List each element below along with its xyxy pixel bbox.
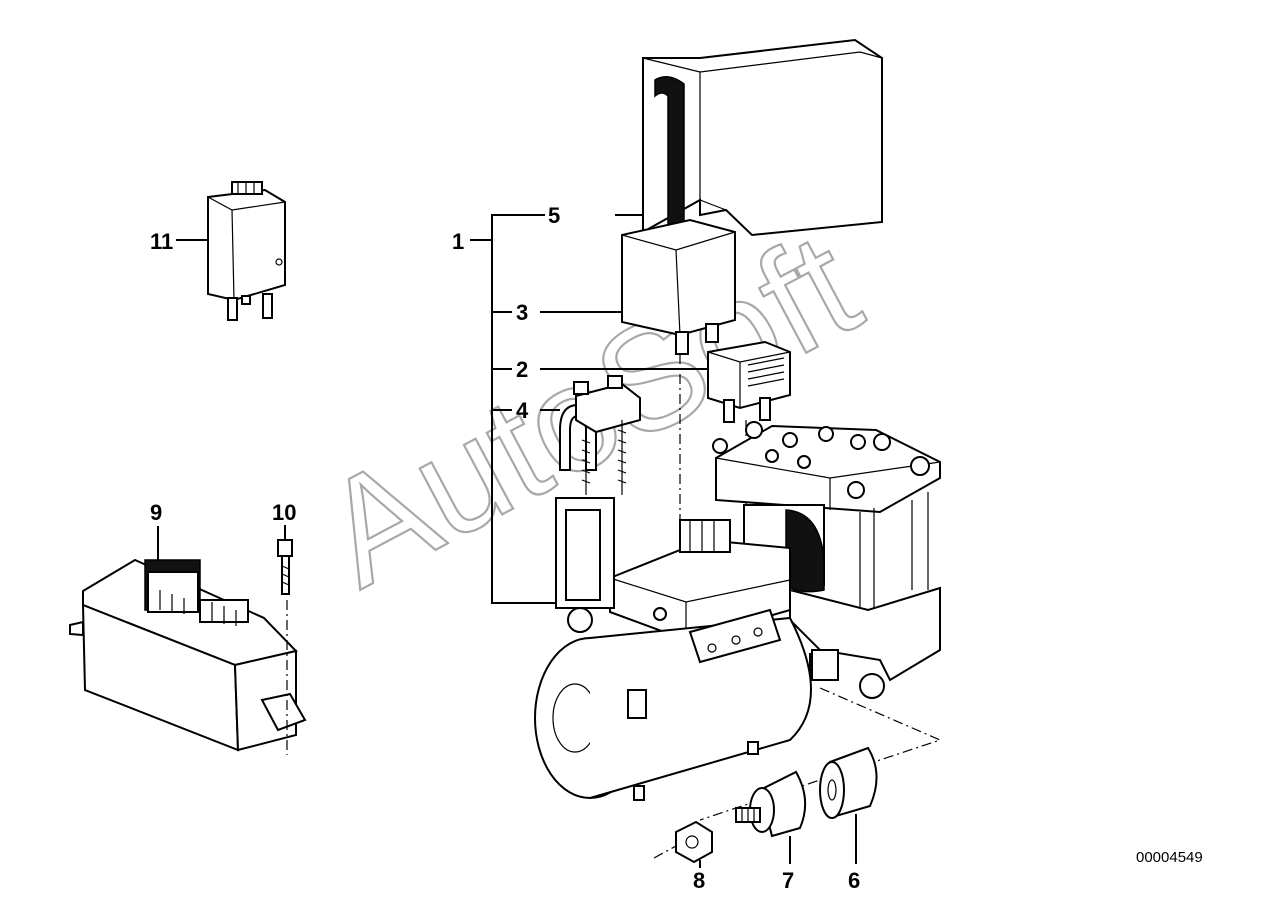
callout-11: 11 — [150, 229, 173, 254]
mount-sleeve-part-7 — [735, 770, 807, 838]
leader-lines — [157, 214, 857, 868]
callout-7: 7 — [782, 868, 794, 893]
relay-part-3 — [621, 218, 736, 355]
bracket-part-4 — [559, 375, 641, 495]
callout-9: 9 — [150, 500, 162, 525]
callout-8: 8 — [693, 868, 705, 893]
callout-1: 1 — [452, 229, 464, 254]
rubber-mount-part-6 — [819, 746, 878, 819]
callout-4: 4 — [516, 398, 529, 423]
callout-5: 5 — [548, 203, 560, 228]
cover-part-5 — [642, 38, 883, 237]
callout-6: 6 — [848, 868, 860, 893]
control-unit-part-9 — [69, 558, 307, 755]
callout-3: 3 — [516, 300, 528, 325]
bolt-part-10 — [277, 539, 293, 595]
hydraulic-unit — [534, 421, 942, 821]
nut-part-8 — [653, 820, 713, 864]
catalog-number: 00004549 — [1136, 849, 1203, 866]
callout-2: 2 — [516, 357, 528, 382]
relay-part-11 — [207, 181, 286, 321]
callout-10: 10 — [272, 500, 296, 525]
stud-threads — [581, 429, 627, 484]
